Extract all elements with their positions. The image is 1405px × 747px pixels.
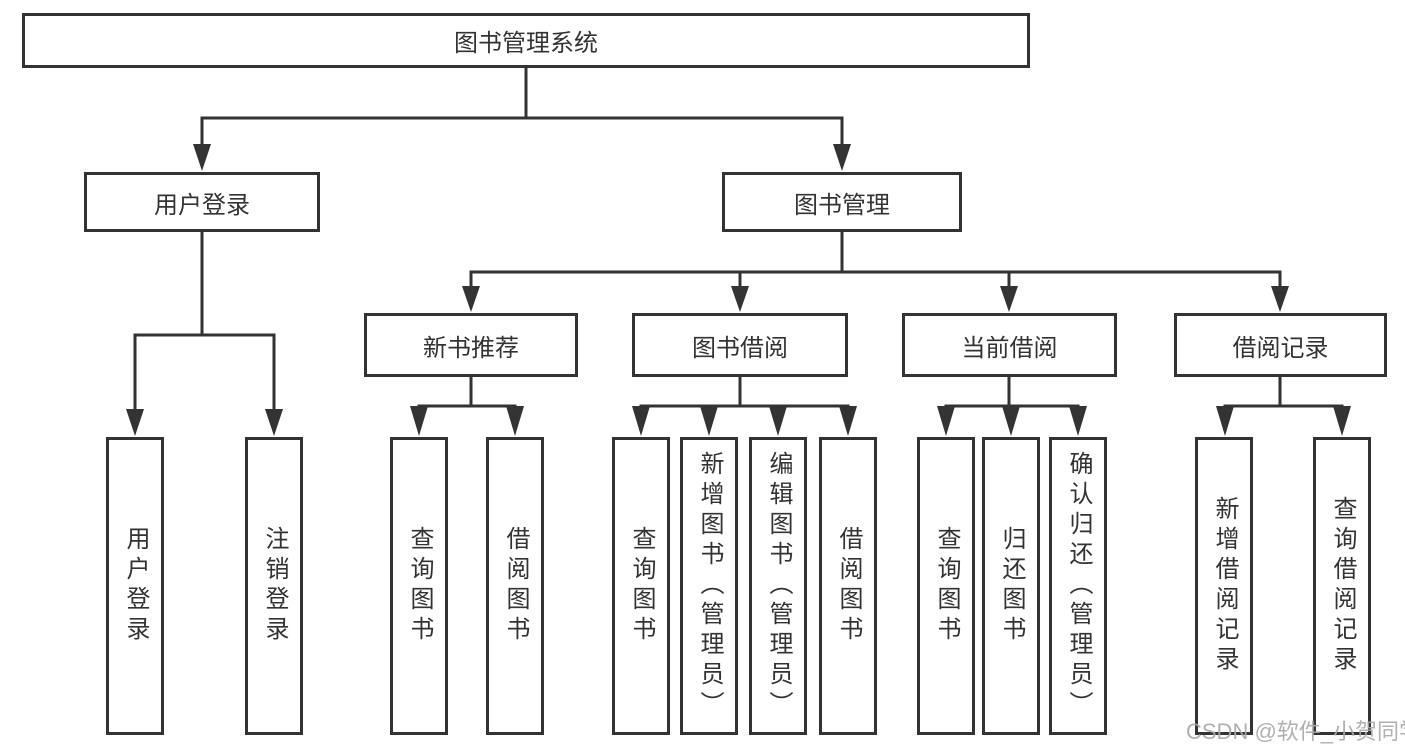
arrowhead-down-icon <box>731 286 749 312</box>
node-current-borrow: 当前借阅 <box>902 313 1117 377</box>
arrowhead-down-icon <box>126 409 144 436</box>
node-book-borrow: 图书借阅 <box>632 313 848 377</box>
arrowhead-down-icon <box>410 406 428 436</box>
node-new-book-recommend: 新书推荐 <box>364 313 578 377</box>
leaf-add-book-admin: 新增图书（管理员） <box>680 437 738 735</box>
arrowhead-down-icon <box>769 406 787 436</box>
leaf-return-book: 归还图书 <box>982 437 1040 735</box>
node-label: 归还图书 <box>998 526 1025 646</box>
watermark: CSDN @软件_小贺同学 <box>1186 719 1405 744</box>
connector-book-management-to-level3 <box>462 230 1289 312</box>
arrowhead-down-icon <box>193 144 211 171</box>
leaf-borrow-books: 借阅图书 <box>819 437 877 735</box>
connector-current-borrow-to-leaves <box>937 375 1087 436</box>
node-label: 查询借阅记录 <box>1329 496 1356 676</box>
node-label: 图书管理系统 <box>454 30 598 57</box>
node-library-management-system: 图书管理系统 <box>22 13 1030 68</box>
leaf-query-books-borrow: 查询图书 <box>612 437 670 735</box>
node-label: 用户登录 <box>154 191 250 219</box>
leaf-query-books-recommend: 查询图书 <box>390 437 448 735</box>
connector-user-login-to-leaves <box>126 230 283 436</box>
node-label: 图书管理 <box>794 191 890 219</box>
arrowhead-down-icon <box>1069 406 1087 436</box>
leaf-user-login: 用户登录 <box>106 437 164 735</box>
node-label: 借阅图书 <box>835 526 862 646</box>
leaf-confirm-return-admin: 确认归还（管理员） <box>1049 437 1107 735</box>
node-label: 借阅图书 <box>502 526 529 646</box>
leaf-borrow-books-recommend: 借阅图书 <box>486 437 544 735</box>
node-label: 查询图书 <box>628 526 655 646</box>
arrowhead-down-icon <box>632 406 650 436</box>
leaf-query-books-current: 查询图书 <box>917 437 975 735</box>
arrowhead-down-icon <box>839 406 857 436</box>
arrowhead-down-icon <box>1002 406 1020 436</box>
node-label: 用户登录 <box>122 526 149 646</box>
node-label: 图书借阅 <box>692 334 788 362</box>
connector-book-borrow-to-leaves <box>632 375 857 436</box>
node-label: 当前借阅 <box>961 334 1058 362</box>
node-label: 编辑图书（管理员） <box>765 451 792 721</box>
arrowhead-down-icon <box>700 406 718 436</box>
node-label: 新增图书（管理员） <box>696 451 723 721</box>
leaf-add-borrow-record: 新增借阅记录 <box>1195 437 1253 735</box>
connector-new-book-recommend-to-leaves <box>410 375 524 436</box>
arrowhead-down-icon <box>1000 286 1018 312</box>
node-borrow-records: 借阅记录 <box>1174 313 1387 377</box>
leaf-edit-book-admin: 编辑图书（管理员） <box>749 437 807 735</box>
node-label: 查询图书 <box>406 526 433 646</box>
arrowhead-down-icon <box>833 144 851 171</box>
leaf-query-borrow-record: 查询借阅记录 <box>1313 437 1371 735</box>
connector-borrow-records-to-leaves <box>1216 375 1351 436</box>
node-label: 新书推荐 <box>423 334 519 362</box>
arrowhead-down-icon <box>937 406 955 436</box>
arrowhead-down-icon <box>1271 286 1289 312</box>
arrowhead-down-icon <box>462 286 480 312</box>
node-label: 确认归还（管理员） <box>1065 451 1092 721</box>
node-book-management: 图书管理 <box>722 172 962 232</box>
node-label: 新增借阅记录 <box>1211 496 1238 676</box>
arrowhead-down-icon <box>1333 406 1351 436</box>
connector-root-to-level2 <box>193 66 851 171</box>
arrowhead-down-icon <box>506 406 524 436</box>
arrowhead-down-icon <box>1216 406 1234 436</box>
node-user-login: 用户登录 <box>84 172 320 232</box>
node-label: 查询图书 <box>933 526 960 646</box>
arrowhead-down-icon <box>265 409 283 436</box>
node-label: 注销登录 <box>261 526 288 646</box>
leaf-logout: 注销登录 <box>245 437 303 735</box>
node-label: 借阅记录 <box>1232 334 1329 362</box>
